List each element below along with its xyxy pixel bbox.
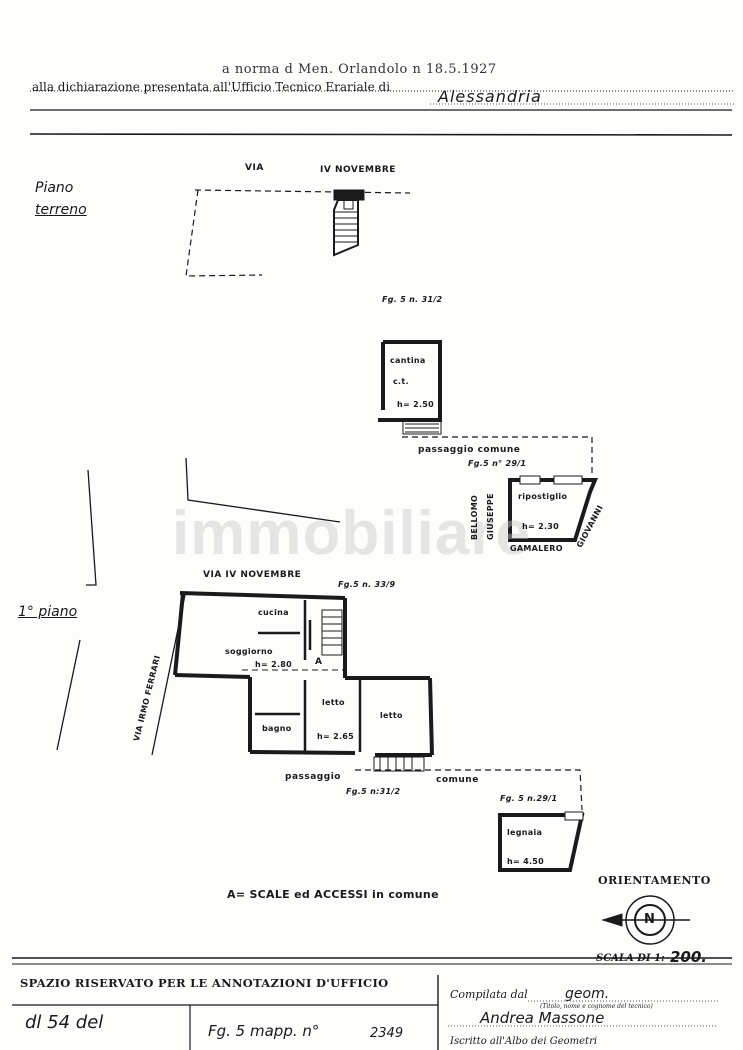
footer-registration-note: dl 54 del	[25, 1012, 104, 1033]
footer-map-ref-value: 2349	[370, 1026, 404, 1041]
interior-partitions	[255, 600, 362, 752]
ripostiglio-height: h= 2.30	[522, 522, 560, 531]
first-parcel-29-1: Fg. 5 n.29/1	[500, 794, 558, 803]
access-legend: A= SCALE ed ACCESSI in comune	[227, 888, 439, 901]
staircase-steps	[335, 211, 357, 243]
street-boundary-upper	[194, 189, 411, 194]
ground-street-name: IV NOVEMBRE	[320, 165, 396, 175]
footer-map-ref-label: Fg. 5 mapp. n°	[208, 1022, 320, 1040]
neighbor-bellomo: BELLOMO	[470, 494, 479, 540]
scale-label: SCALA DI 1:	[596, 953, 665, 964]
passage-outline-ground	[402, 436, 593, 475]
neighbor-giuseppe: GIUSEPPE	[486, 493, 495, 540]
apartment-walls	[173, 591, 434, 757]
ground-street-via: VIA	[245, 163, 264, 173]
staircase-access-box	[343, 197, 354, 210]
cantina-height: h= 2.50	[397, 400, 435, 409]
header-rule-bottom	[29, 133, 733, 136]
ground-parcel-29-1: Fg.5 n° 29/1	[468, 459, 527, 468]
footer-reserved-space: SPAZIO RISERVATO PER LE ANNOTAZIONI D'UF…	[20, 976, 389, 990]
legnaia-walls	[498, 813, 585, 872]
ground-floor-label-piano: Piano	[35, 180, 74, 196]
header-city: Alessandria	[438, 87, 542, 106]
first-parcel-31-2: Fg.5 n:31/2	[346, 787, 401, 796]
cantina-ct-label: c.t.	[393, 377, 409, 386]
street-edge-lower	[56, 639, 81, 751]
ripostiglio-label: ripostiglio	[518, 492, 568, 501]
letto-1-label: letto	[322, 698, 345, 707]
ground-parcel-31-2: Fg. 5 n. 31/2	[382, 295, 443, 304]
letto-height: h= 2.65	[317, 732, 355, 741]
cantina-steps	[402, 419, 442, 435]
cucina-label: cucina	[258, 608, 289, 617]
staircase-first-floor	[321, 609, 343, 656]
footer-compiled-by: Compilata dal	[450, 988, 528, 1001]
watermark: immobiliare	[172, 499, 531, 568]
legnaia-label: legnaia	[507, 828, 543, 837]
passage-outline-first	[355, 769, 583, 811]
stairs-bottom	[373, 756, 425, 772]
footer-surveyor-name: Andrea Massone	[480, 1009, 605, 1027]
cantina-label: cantina	[390, 356, 426, 365]
access-mark: A	[315, 657, 323, 667]
bagno-label: bagno	[262, 724, 292, 733]
compass-north-label: N	[644, 912, 655, 927]
first-passage-right: comune	[436, 775, 479, 785]
letto-2-label: letto	[380, 711, 403, 720]
orientation-title: ORIENTAMENTO	[598, 874, 711, 887]
ground-passage-label: passaggio comune	[418, 445, 521, 455]
soggiorno-label: soggiorno	[225, 647, 273, 656]
first-floor-label: 1° piano	[18, 604, 78, 620]
footer-surveyor-hint: (Titolo, nome e cognome del tecnico)	[540, 1003, 653, 1010]
street-edge-upper	[86, 469, 97, 586]
header-truncated-line: a norma d Men. Orlandolo n 18.5.1927	[222, 62, 497, 77]
ground-parcel-outline	[185, 189, 263, 277]
first-street-label: VIA IV NOVEMBRE	[203, 570, 302, 580]
neighbor-gamalero: GAMALERO	[510, 544, 563, 553]
soggiorno-height: h= 2.80	[255, 660, 293, 669]
footer-registry-line: Iscritto all'Albo dei Geometri	[450, 1036, 598, 1047]
footer-title-abbr: geom.	[565, 986, 610, 1002]
ground-floor-label-terreno: terreno	[35, 202, 87, 218]
first-parcel-33-9: Fg.5 n. 33/9	[338, 580, 396, 589]
first-passage-left: passaggio	[285, 772, 341, 782]
staircase-ground	[333, 199, 359, 257]
scale-value: 200.	[670, 948, 708, 966]
header-declaration: alla dichiarazione presentata all'Uffici…	[32, 80, 391, 94]
parcel-line-middle	[185, 457, 341, 523]
legnaia-height: h= 4.50	[507, 857, 545, 866]
compass-arrow	[601, 913, 623, 927]
